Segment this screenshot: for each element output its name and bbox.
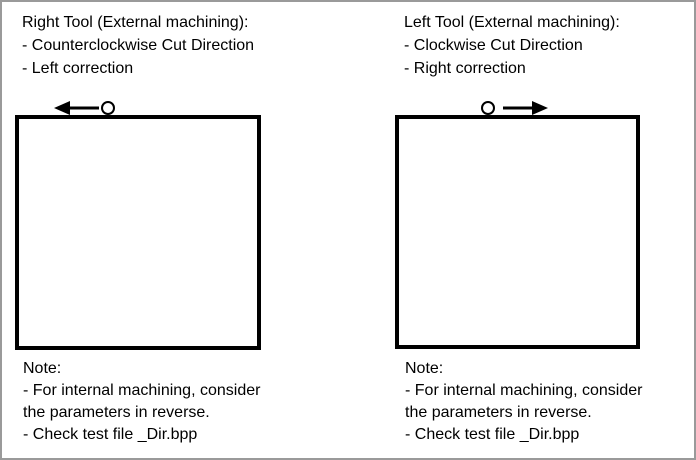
note-title: Note: (405, 360, 444, 377)
note-title: Note: (23, 360, 62, 377)
left-tool-bullet-cut-direction: - Clockwise Cut Direction (404, 37, 583, 54)
left-tool-bullet-correction: - Right correction (404, 60, 526, 77)
right-tool-bullet-correction: - Left correction (22, 60, 134, 77)
right-tool-note: Note: - For internal machining, consider… (23, 358, 260, 446)
left-tool-title: Left Tool (External machining): (404, 14, 620, 31)
right-tool-title: Right Tool (External machining): (22, 14, 249, 31)
panel-right-tool: Right Tool (External machining): - Count… (2, 2, 350, 458)
right-tool-header: Right Tool (External machining): - Count… (22, 11, 254, 80)
tool-circle-icon (481, 101, 495, 115)
left-tool-header: Left Tool (External machining): - Clockw… (404, 11, 620, 80)
note-line: - Check test file _Dir.bpp (23, 426, 198, 443)
note-line: - Check test file _Dir.bpp (405, 426, 580, 443)
left-tool-note: Note: - For internal machining, consider… (405, 358, 642, 446)
left-arrow-icon (54, 101, 99, 115)
right-arrow-icon (503, 101, 548, 115)
note-line: the parameters in reverse. (23, 404, 210, 421)
workpiece-rectangle (15, 115, 261, 350)
note-line: the parameters in reverse. (405, 404, 592, 421)
panel-left-tool: Left Tool (External machining): - Clockw… (348, 2, 694, 458)
tool-circle-icon (101, 101, 115, 115)
note-line: - For internal machining, consider (23, 382, 261, 399)
workpiece-rectangle (395, 115, 640, 349)
note-line: - For internal machining, consider (405, 382, 643, 399)
right-tool-bullet-cut-direction: - Counterclockwise Cut Direction (22, 37, 255, 54)
